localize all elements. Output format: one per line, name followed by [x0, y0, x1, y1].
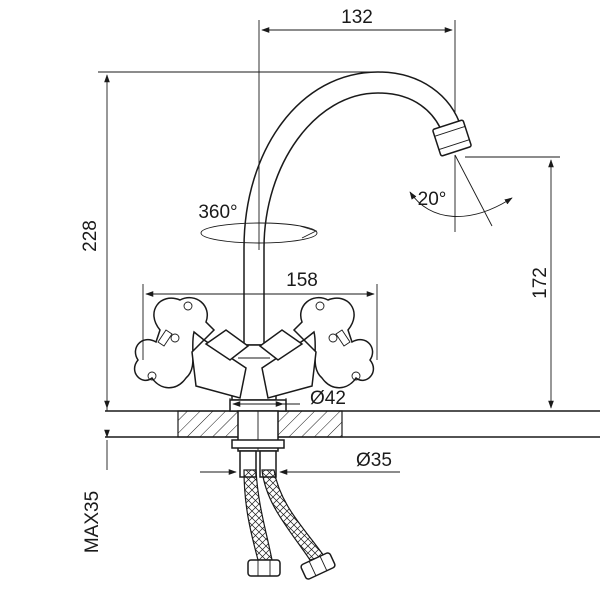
- dim-label-max35: MAX35: [82, 491, 103, 553]
- braided-hoses: [243, 469, 336, 580]
- dim-label-228: 228: [80, 220, 101, 252]
- aerator-angle-indicator: 20°: [409, 154, 513, 232]
- aerator: [432, 119, 472, 157]
- dimension-handle-spread: 158: [142, 270, 378, 360]
- dim-label-172: 172: [530, 267, 551, 299]
- dim-label-42: Ø42: [310, 388, 346, 409]
- rotation-indicator: 360°: [198, 202, 318, 244]
- countertop: [105, 410, 600, 438]
- dim-label-132: 132: [341, 7, 373, 28]
- dim-label-20: 20°: [418, 189, 447, 210]
- dimension-shank-diameter: Ø35: [200, 450, 400, 475]
- right-cross-handle: [258, 297, 375, 399]
- dim-label-158: 158: [286, 270, 318, 291]
- dim-label-360: 360°: [198, 202, 237, 223]
- left-cross-handle: [133, 297, 250, 399]
- dimension-base-diameter: Ø42: [229, 388, 346, 409]
- mounting-shank: [229, 399, 287, 478]
- dim-label-35: Ø35: [356, 450, 392, 471]
- dimension-max-counter-thickness: MAX35: [82, 404, 110, 553]
- dimension-spout-reach: 132: [258, 7, 456, 250]
- dimension-spout-height: 172: [465, 156, 560, 409]
- spout: [243, 71, 472, 346]
- dimension-total-height: 228: [80, 71, 378, 409]
